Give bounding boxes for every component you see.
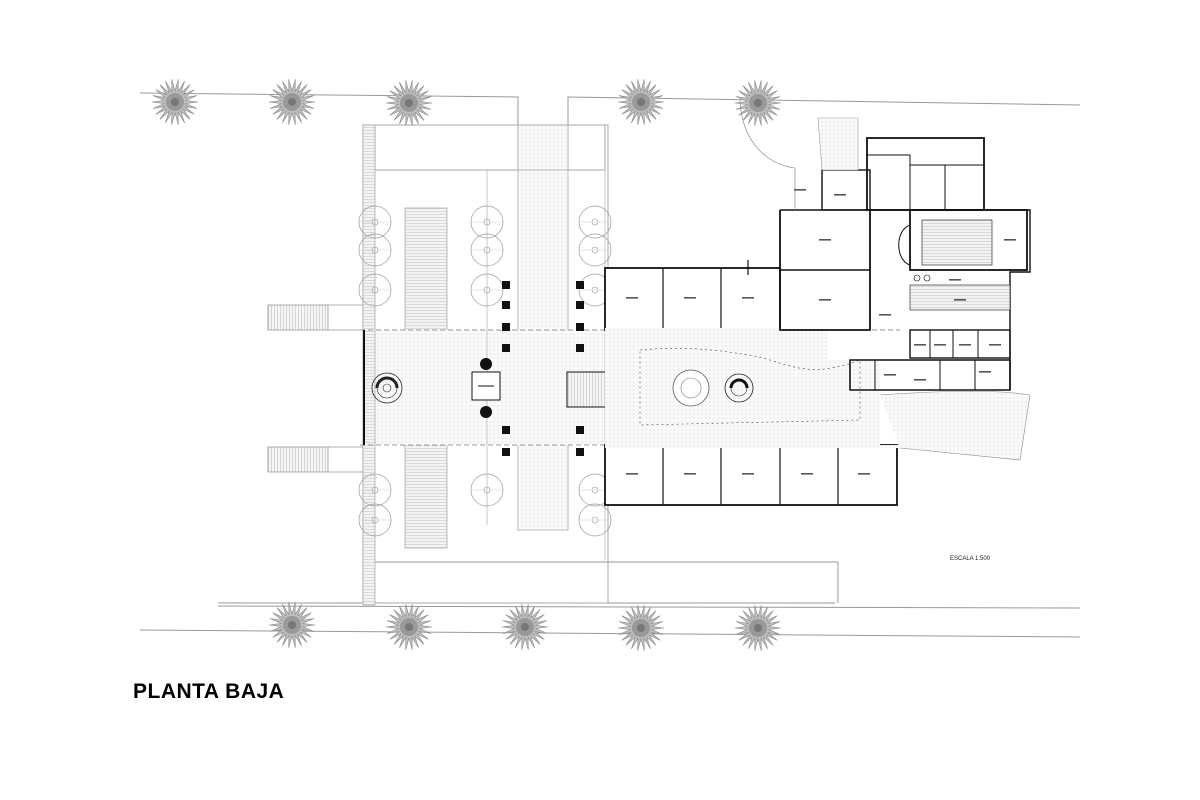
courtyard-tree-icon	[358, 503, 392, 537]
street-tree-icon	[501, 604, 549, 650]
central-hall	[605, 328, 1031, 461]
column-icon	[576, 448, 584, 456]
upper-classroom-wing	[604, 267, 781, 331]
street-tree-icon	[734, 605, 782, 651]
room-label-mark	[626, 473, 638, 475]
room-label-mark	[989, 344, 1001, 346]
courtyard-tree-icon	[470, 205, 504, 239]
room-label-mark	[934, 344, 946, 346]
room-label-mark	[794, 189, 806, 191]
courtyard-tree-icon	[358, 205, 392, 239]
room-label-mark	[684, 473, 696, 475]
street-tree-icon	[268, 79, 316, 125]
spiral-stair-left	[371, 372, 403, 404]
room-label-mark	[801, 473, 813, 475]
room-label-mark	[914, 344, 926, 346]
column-icon	[576, 323, 584, 331]
street-tree-icon	[385, 604, 433, 650]
room-label-mark	[954, 299, 966, 301]
room-label-mark	[834, 194, 846, 196]
street-tree-icon	[268, 602, 316, 648]
column-icon	[576, 301, 584, 309]
room-label-mark	[819, 239, 831, 241]
courtyard-tree-icon	[470, 273, 504, 307]
courtyard-tree-icon	[578, 233, 612, 267]
courtyard-tree-icon	[578, 205, 612, 239]
room-label-mark	[959, 344, 971, 346]
central-fountain	[471, 358, 501, 418]
street-tree-icon	[617, 79, 665, 125]
courtyard-columns	[502, 281, 584, 456]
room-label-mark	[742, 473, 754, 475]
room-label-mark	[626, 297, 638, 299]
column-icon	[502, 448, 510, 456]
column-icon	[576, 281, 584, 289]
room-label-mark	[858, 473, 870, 475]
courtyard-tree-icon	[358, 273, 392, 307]
courtyard-tree-icon	[358, 233, 392, 267]
room-label-mark	[684, 297, 696, 299]
plan-title: PLANTA BAJA	[133, 680, 285, 703]
column-icon	[576, 426, 584, 434]
room-label-mark	[819, 299, 831, 301]
courtyard-tree-icon	[578, 503, 612, 537]
column-icon	[502, 281, 510, 289]
room-label-mark	[884, 374, 896, 376]
courtyard-tree-icon	[470, 473, 504, 507]
scale-label: ESCALA 1:500	[950, 556, 991, 562]
entrance-ramps	[267, 304, 363, 473]
room-label-mark	[949, 279, 961, 281]
street-tree-icon	[617, 605, 665, 651]
courtyard-tree-icon	[358, 473, 392, 507]
room-label-mark	[742, 297, 754, 299]
room-label-marks	[626, 189, 1016, 475]
room-label-mark	[914, 379, 926, 381]
column-icon	[502, 344, 510, 352]
street-tree-icon	[151, 79, 199, 125]
room-label-mark	[979, 371, 991, 373]
column-icon	[502, 323, 510, 331]
room-label-mark	[879, 314, 891, 316]
lower-classroom-wing	[604, 444, 898, 506]
courtyard-trees	[358, 205, 612, 537]
street-tree-icon	[385, 80, 433, 126]
stair-block	[566, 371, 608, 408]
courtyard-tree-icon	[470, 233, 504, 267]
street-tree-icon	[734, 80, 782, 126]
column-icon	[502, 426, 510, 434]
column-icon	[576, 344, 584, 352]
room-label-mark	[1004, 239, 1016, 241]
column-icon	[502, 301, 510, 309]
street-trees	[151, 79, 782, 651]
